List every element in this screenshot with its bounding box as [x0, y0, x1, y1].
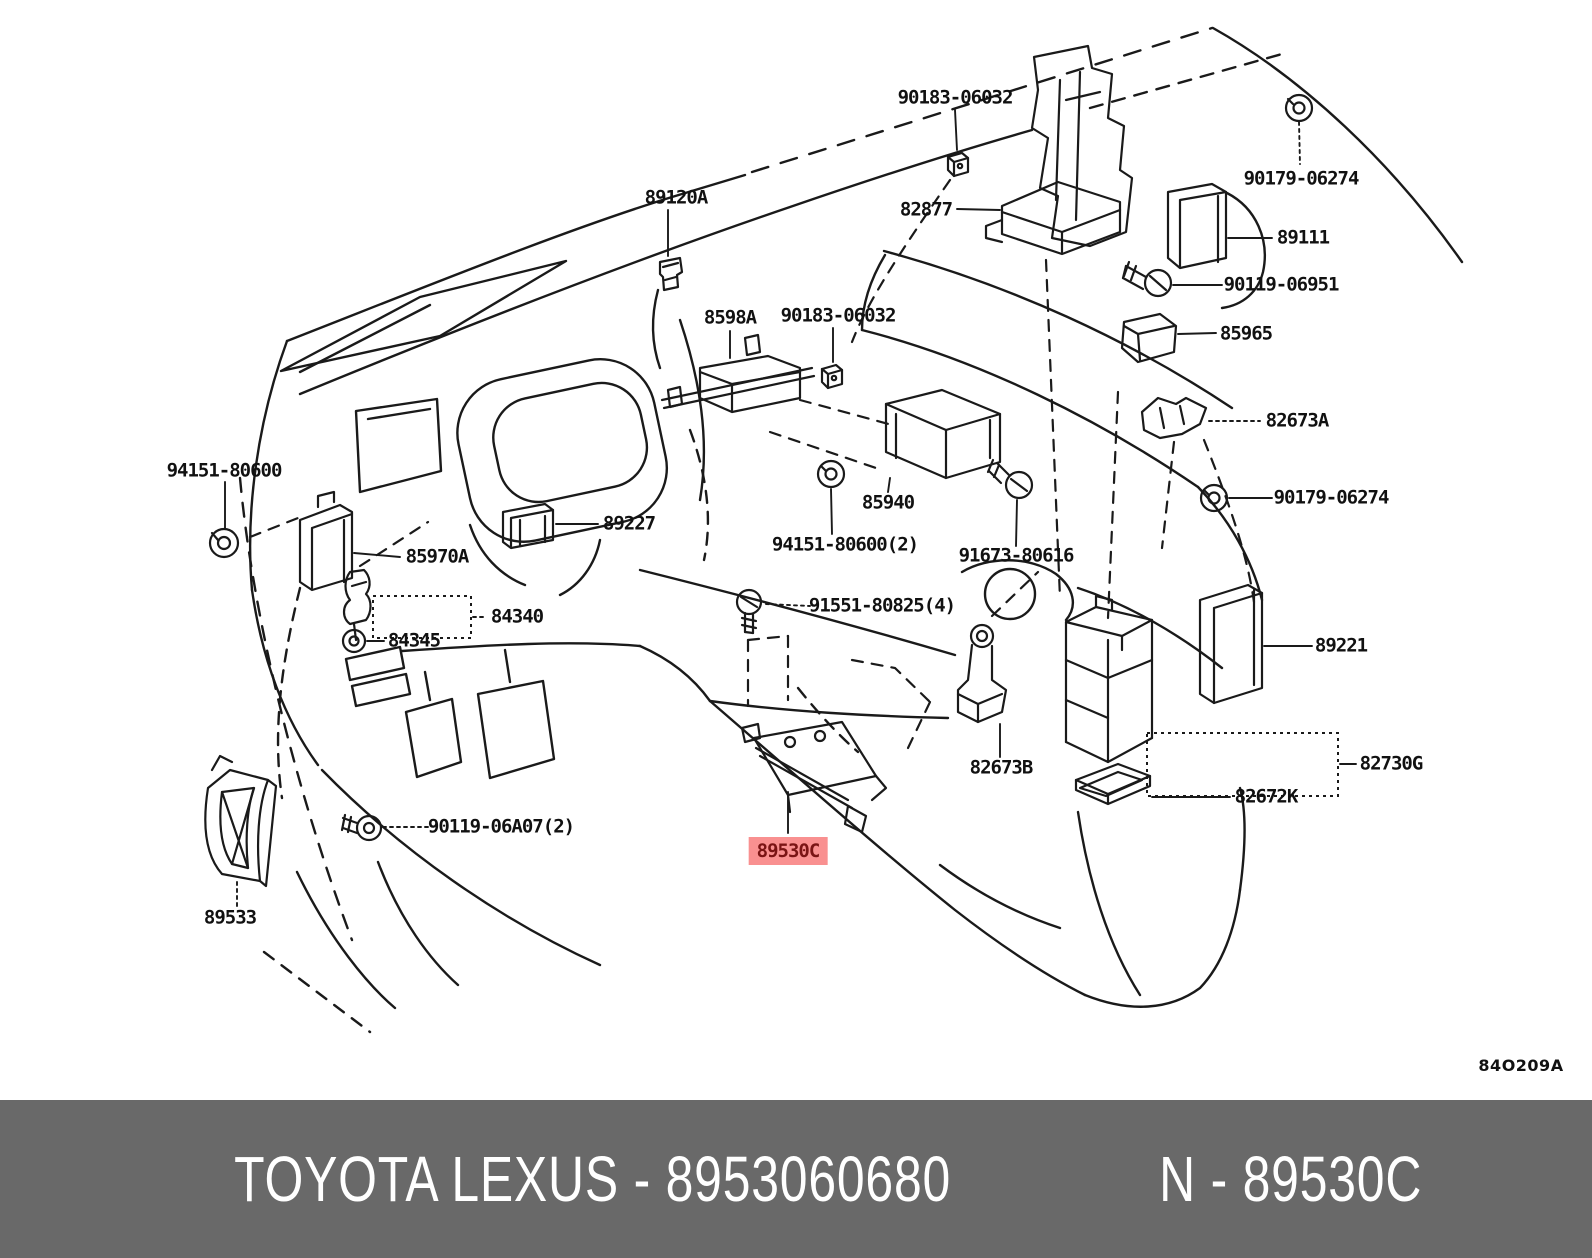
part-drawing-clip-90183-second	[820, 363, 844, 390]
part-drawing-89120a-sensor	[658, 256, 684, 292]
part-drawing-screw-90119-06a07	[340, 813, 383, 842]
part-drawing-85965	[1120, 312, 1178, 364]
part-drawing-89227	[501, 502, 555, 550]
footer-bar: TOYOTA LEXUS - 8953060680 N - 89530C	[0, 1100, 1592, 1258]
part-drawing-screw-90119-06951	[1121, 260, 1173, 298]
part-drawing-82673b-bracket	[956, 623, 1008, 724]
footer-brand-part-number: TOYOTA LEXUS - 8953060680	[233, 1143, 951, 1215]
phantom-lines	[248, 178, 1256, 750]
part-drawing-89221-ecu	[1198, 583, 1264, 705]
part-drawing-clip-90183-top	[946, 151, 970, 178]
part-drawing-grommet-90179-second	[1199, 483, 1229, 513]
part-drawing-89533-bracket	[204, 754, 278, 888]
part-drawing-screw-91551	[735, 588, 763, 635]
dashboard-outline	[238, 26, 1464, 1034]
part-drawing-grommet-94151-2	[816, 459, 846, 489]
footer-part-code: N - 89530C	[1159, 1143, 1423, 1215]
part-drawing-84345-sensor	[341, 568, 372, 654]
part-drawing-82877-bracket	[984, 44, 1134, 256]
part-drawing-8598a-tray	[660, 333, 816, 414]
part-drawing-grommet-94151	[208, 527, 240, 559]
part-drawing-89111-ecu	[1166, 182, 1228, 270]
part-drawing-82673a-bracket	[1140, 396, 1208, 440]
part-drawing-89530c-module	[740, 720, 888, 834]
group-boxes	[372, 595, 1339, 797]
part-drawing-grommet-90179-top	[1284, 93, 1314, 123]
leader-lines	[224, 109, 1357, 907]
part-drawing-82672k-tray	[1074, 762, 1152, 806]
part-drawing-85940-ecu	[884, 388, 1002, 480]
part-drawing-screw-91673	[986, 458, 1034, 500]
part-drawing-fuse-box	[1064, 594, 1154, 764]
part-drawing-85970a-ecu	[298, 490, 354, 592]
